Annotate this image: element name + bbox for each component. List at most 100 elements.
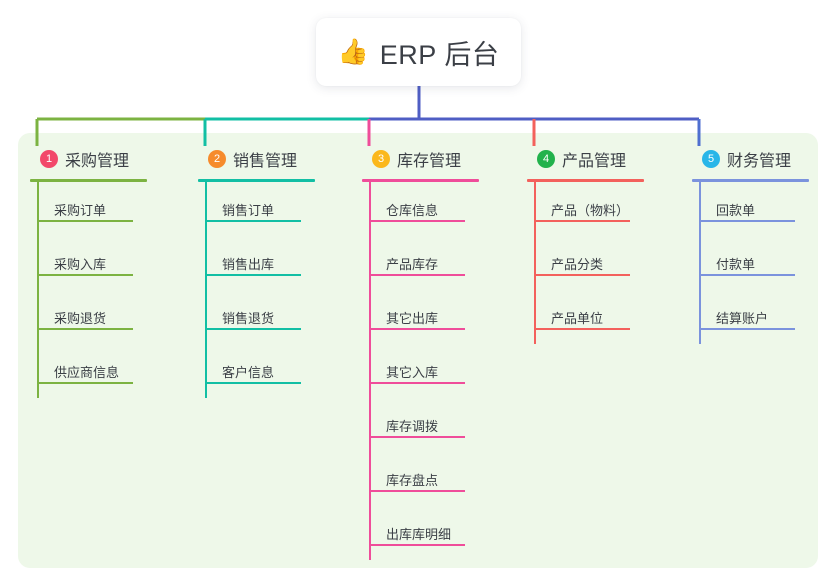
branch-header-4[interactable]: 4 产品管理: [527, 146, 687, 172]
leaf-item-label: 回款单: [716, 203, 756, 218]
leaf-item-label: 销售退货: [222, 311, 275, 326]
leaf-item-label: 其它入库: [386, 365, 439, 380]
root-node-card[interactable]: 👍 ERP 后台: [316, 18, 521, 86]
branch-column-4: 4 产品管理产品（物料） 产品分类产品单位: [527, 146, 687, 344]
leaf-item[interactable]: 客户信息: [198, 344, 358, 398]
leaf-item-label: 库存盘点: [386, 473, 439, 488]
leaf-item[interactable]: 产品（物料）: [527, 182, 687, 236]
leaf-item[interactable]: 采购订单: [30, 182, 190, 236]
leaf-item-underline: [369, 490, 465, 492]
leaf-item-label: 付款单: [716, 257, 756, 272]
leaf-item-label: 客户信息: [222, 365, 275, 380]
leaf-item[interactable]: 库存盘点: [362, 452, 522, 506]
leaf-item[interactable]: 采购退货: [30, 290, 190, 344]
leaf-item-underline: [699, 220, 795, 222]
branch-title-3: 库存管理: [397, 153, 462, 170]
branch-header-5[interactable]: 5 财务管理: [692, 146, 839, 172]
leaf-item-label: 销售订单: [222, 203, 275, 218]
branch-number-badge-1: 1: [40, 150, 58, 168]
branch-trunk-2: [205, 182, 207, 398]
branch-header-1[interactable]: 1 采购管理: [30, 146, 190, 172]
leaf-item-underline: [205, 382, 301, 384]
branch-underline-1: [30, 179, 147, 182]
leaf-item[interactable]: 产品库存: [362, 236, 522, 290]
leaf-item-label: 采购订单: [54, 203, 107, 218]
branch-column-3: 3 库存管理仓库信息产品库存其它出库其它入库库存调拨库存盘点出库库明细: [362, 146, 522, 560]
branch-header-3[interactable]: 3 库存管理: [362, 146, 522, 172]
leaf-item-label: 产品库存: [386, 257, 439, 272]
leaf-item[interactable]: 销售出库: [198, 236, 358, 290]
leaf-item-underline: [534, 220, 630, 222]
thumbs-up-icon: 👍: [337, 37, 369, 66]
branch-underline-4: [527, 179, 644, 182]
leaf-item[interactable]: 结算账户: [692, 290, 839, 344]
leaf-item[interactable]: 仓库信息: [362, 182, 522, 236]
leaf-item-label: 仓库信息: [386, 203, 439, 218]
leaf-item-underline: [37, 220, 133, 222]
leaf-item-label: 产品分类: [551, 257, 604, 272]
leaf-item-underline: [37, 382, 133, 384]
leaf-item-underline: [369, 274, 465, 276]
leaf-item-label: 采购退货: [54, 311, 107, 326]
leaf-item-label: 销售出库: [222, 257, 275, 272]
leaf-item-underline: [534, 328, 630, 330]
leaf-item-label: 产品（物料）: [551, 203, 630, 218]
branch-items-1: 采购订单采购入库采购退货供应商信息: [30, 182, 190, 398]
branch-number-badge-3: 3: [372, 150, 390, 168]
leaf-item[interactable]: 产品分类: [527, 236, 687, 290]
leaf-item[interactable]: 付款单: [692, 236, 839, 290]
leaf-item[interactable]: 回款单: [692, 182, 839, 236]
leaf-item-underline: [205, 220, 301, 222]
leaf-item-underline: [699, 328, 795, 330]
branch-trunk-5: [699, 182, 701, 344]
leaf-item-label: 结算账户: [716, 311, 769, 326]
leaf-item[interactable]: 产品单位: [527, 290, 687, 344]
leaf-item-label: 供应商信息: [54, 365, 120, 380]
leaf-item[interactable]: 出库库明细: [362, 506, 522, 560]
branch-number-badge-4: 4: [537, 150, 555, 168]
leaf-item[interactable]: 销售退货: [198, 290, 358, 344]
leaf-item-label: 采购入库: [54, 257, 107, 272]
leaf-item-label: 其它出库: [386, 311, 439, 326]
leaf-item[interactable]: 库存调拨: [362, 398, 522, 452]
leaf-item[interactable]: 其它出库: [362, 290, 522, 344]
leaf-item-underline: [369, 544, 465, 546]
leaf-item-underline: [369, 220, 465, 222]
root-node-title: ERP 后台: [379, 39, 500, 70]
leaf-item-underline: [37, 274, 133, 276]
leaf-item-underline: [699, 274, 795, 276]
branch-column-1: 1 采购管理采购订单采购入库采购退货供应商信息: [30, 146, 190, 398]
branch-title-5: 财务管理: [727, 153, 792, 170]
branch-title-4: 产品管理: [562, 153, 627, 170]
branch-trunk-4: [534, 182, 536, 344]
leaf-item-underline: [534, 274, 630, 276]
leaf-item-underline: [37, 328, 133, 330]
leaf-item[interactable]: 销售订单: [198, 182, 358, 236]
leaf-item-underline: [369, 436, 465, 438]
leaf-item[interactable]: 供应商信息: [30, 344, 190, 398]
branch-underline-2: [198, 179, 315, 182]
branch-underline-5: [692, 179, 809, 182]
leaf-item-underline: [369, 382, 465, 384]
root-node-content: 👍 ERP 后台: [338, 33, 500, 72]
leaf-item-label: 产品单位: [551, 311, 604, 326]
leaf-item[interactable]: 其它入库: [362, 344, 522, 398]
branch-items-3: 仓库信息产品库存其它出库其它入库库存调拨库存盘点出库库明细: [362, 182, 522, 560]
leaf-item-label: 库存调拨: [386, 419, 439, 434]
branch-column-5: 5 财务管理回款单付款单结算账户: [692, 146, 839, 344]
branch-items-2: 销售订单销售出库销售退货客户信息: [198, 182, 358, 398]
branch-title-1: 采购管理: [65, 153, 130, 170]
branch-trunk-1: [37, 182, 39, 398]
branch-title-2: 销售管理: [233, 153, 298, 170]
branch-number-badge-5: 5: [702, 150, 720, 168]
diagram-panel: [18, 133, 818, 568]
leaf-item-label: 出库库明细: [386, 527, 452, 542]
leaf-item[interactable]: 采购入库: [30, 236, 190, 290]
leaf-item-underline: [369, 328, 465, 330]
branch-trunk-3: [369, 182, 371, 560]
branch-items-5: 回款单付款单结算账户: [692, 182, 839, 344]
leaf-item-underline: [205, 328, 301, 330]
